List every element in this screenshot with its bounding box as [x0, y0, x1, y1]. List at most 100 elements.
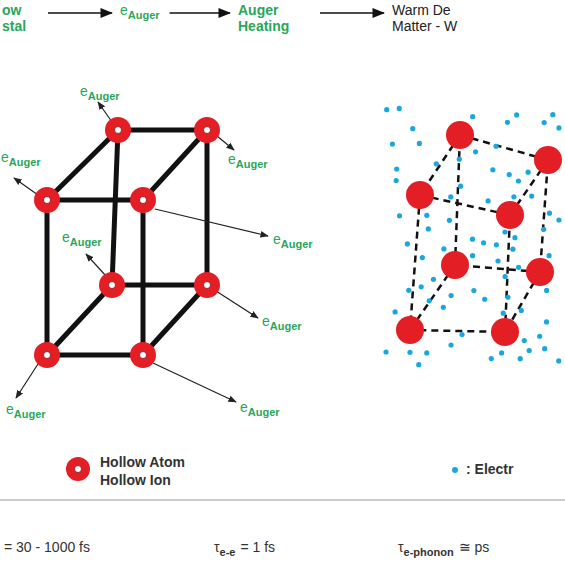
- label-text: e: [62, 229, 70, 245]
- label-text: τ: [398, 539, 404, 555]
- electron-dot: [542, 346, 547, 351]
- electron-dot: [384, 107, 389, 112]
- electron-dot: [510, 247, 515, 252]
- electron-dot: [556, 125, 561, 130]
- electron-dot: [505, 120, 510, 125]
- flow-arrow: [320, 12, 384, 14]
- flow-arrow: [48, 12, 112, 14]
- label-text: e: [1, 149, 9, 165]
- electron-dot: [516, 265, 521, 270]
- electron-dot: [407, 350, 412, 355]
- timescale-value: τe-e= 1 fs: [214, 540, 275, 555]
- electron-dot: [390, 141, 395, 146]
- timescale-value: τe-phonon ≅ ps: [398, 540, 489, 555]
- electron-dot: [481, 240, 486, 245]
- electron-dots: [383, 106, 561, 367]
- auger-electron-label: eAuger: [6, 402, 46, 417]
- electron-dot: [529, 193, 534, 198]
- subscript: Auger: [128, 9, 160, 21]
- stage-text: Auger Heating: [238, 2, 310, 34]
- electron-dot: [457, 157, 462, 162]
- electron-dot: [424, 213, 429, 218]
- electron-dot: [550, 112, 555, 117]
- electron-dot: [410, 126, 415, 131]
- electron-dot: [547, 211, 552, 216]
- auger-arrows: [14, 102, 268, 402]
- electron-dot: [397, 213, 402, 218]
- electron-dot: [434, 161, 439, 166]
- electron-dot: [420, 255, 425, 260]
- electron-dot: [546, 253, 551, 258]
- node-label: e: [120, 2, 128, 18]
- electron-dot: [448, 342, 453, 347]
- electron-dot: [426, 226, 431, 231]
- electron-dot: [556, 217, 561, 222]
- node-label: ow stal: [2, 2, 26, 34]
- electron-dot: [522, 338, 527, 343]
- electron-dot: [471, 288, 476, 293]
- electron-dot: [499, 350, 504, 355]
- electron-dot: [516, 178, 521, 183]
- electron-dot: [473, 149, 478, 154]
- electron-dot: [542, 120, 547, 125]
- subscript: Auger: [270, 320, 302, 332]
- legend-text: : Electr: [466, 462, 513, 477]
- electron-dot: [441, 246, 446, 251]
- label-text: e: [80, 83, 88, 99]
- auger-electron-label: eAuger: [62, 230, 102, 245]
- auger-electron-label: eAuger: [240, 400, 280, 415]
- subscript: e-phonon: [404, 546, 454, 558]
- electron-dot: [512, 235, 517, 240]
- electron-dot: [394, 166, 399, 171]
- subscript: Auger: [9, 156, 41, 168]
- electron-dot: [544, 288, 549, 293]
- electron-dot: [383, 349, 388, 354]
- electron-dot: [505, 295, 510, 300]
- label-text: e: [262, 313, 270, 329]
- electron-dot: [459, 332, 464, 337]
- legend-entry: : Electr: [452, 462, 513, 477]
- auger-electron-label: eAuger: [80, 84, 120, 99]
- subscript: Auger: [14, 408, 46, 420]
- subscript: Auger: [88, 90, 120, 102]
- timescale-value: = 30 - 1000 fs: [4, 540, 90, 555]
- electron-dot: [514, 112, 519, 117]
- legend-swatch: [452, 467, 458, 473]
- label-text: e: [240, 399, 248, 415]
- auger-electron-label: eAuger: [228, 152, 268, 167]
- label-text: ≅ ps: [459, 539, 490, 555]
- electron-dot: [511, 194, 516, 199]
- electron-dot: [526, 170, 531, 175]
- electron-dot: [449, 293, 454, 298]
- legend-entry: Hollow Ion: [100, 473, 171, 488]
- electron-dot: [431, 277, 436, 282]
- electron-dot: [405, 241, 410, 246]
- legend-atom-symbol: [66, 457, 90, 481]
- electron-dot: [518, 356, 523, 361]
- electron-dot: [416, 362, 421, 367]
- subscript: e-e: [220, 546, 236, 558]
- electron-dot: [519, 308, 524, 313]
- stage-text: ow stal: [2, 2, 38, 34]
- flow-arrow: [170, 12, 230, 14]
- stage-text: Warm De Matter - W: [392, 2, 478, 34]
- electron-dot: [486, 198, 491, 203]
- crystal-lattice: [47, 130, 207, 355]
- electron-dot: [537, 334, 542, 339]
- label-text: e: [6, 401, 14, 417]
- electron-dot: [424, 350, 429, 355]
- electron-dot: [406, 288, 411, 293]
- electron-dot: [501, 311, 506, 316]
- electron-dot: [489, 356, 494, 361]
- electron-dot: [541, 227, 546, 232]
- label-text: τ: [214, 539, 220, 555]
- ions: [396, 121, 562, 346]
- auger-electron-label: eAuger: [273, 232, 313, 247]
- electron-dot: [448, 194, 453, 199]
- auger-electron-label: eAuger: [262, 314, 302, 329]
- electron-dot: [495, 258, 500, 263]
- electron-dot: [470, 114, 475, 119]
- electron-dot: [482, 297, 487, 302]
- legend-entry: Hollow Atom: [100, 455, 185, 470]
- subscript: Auger: [281, 238, 313, 250]
